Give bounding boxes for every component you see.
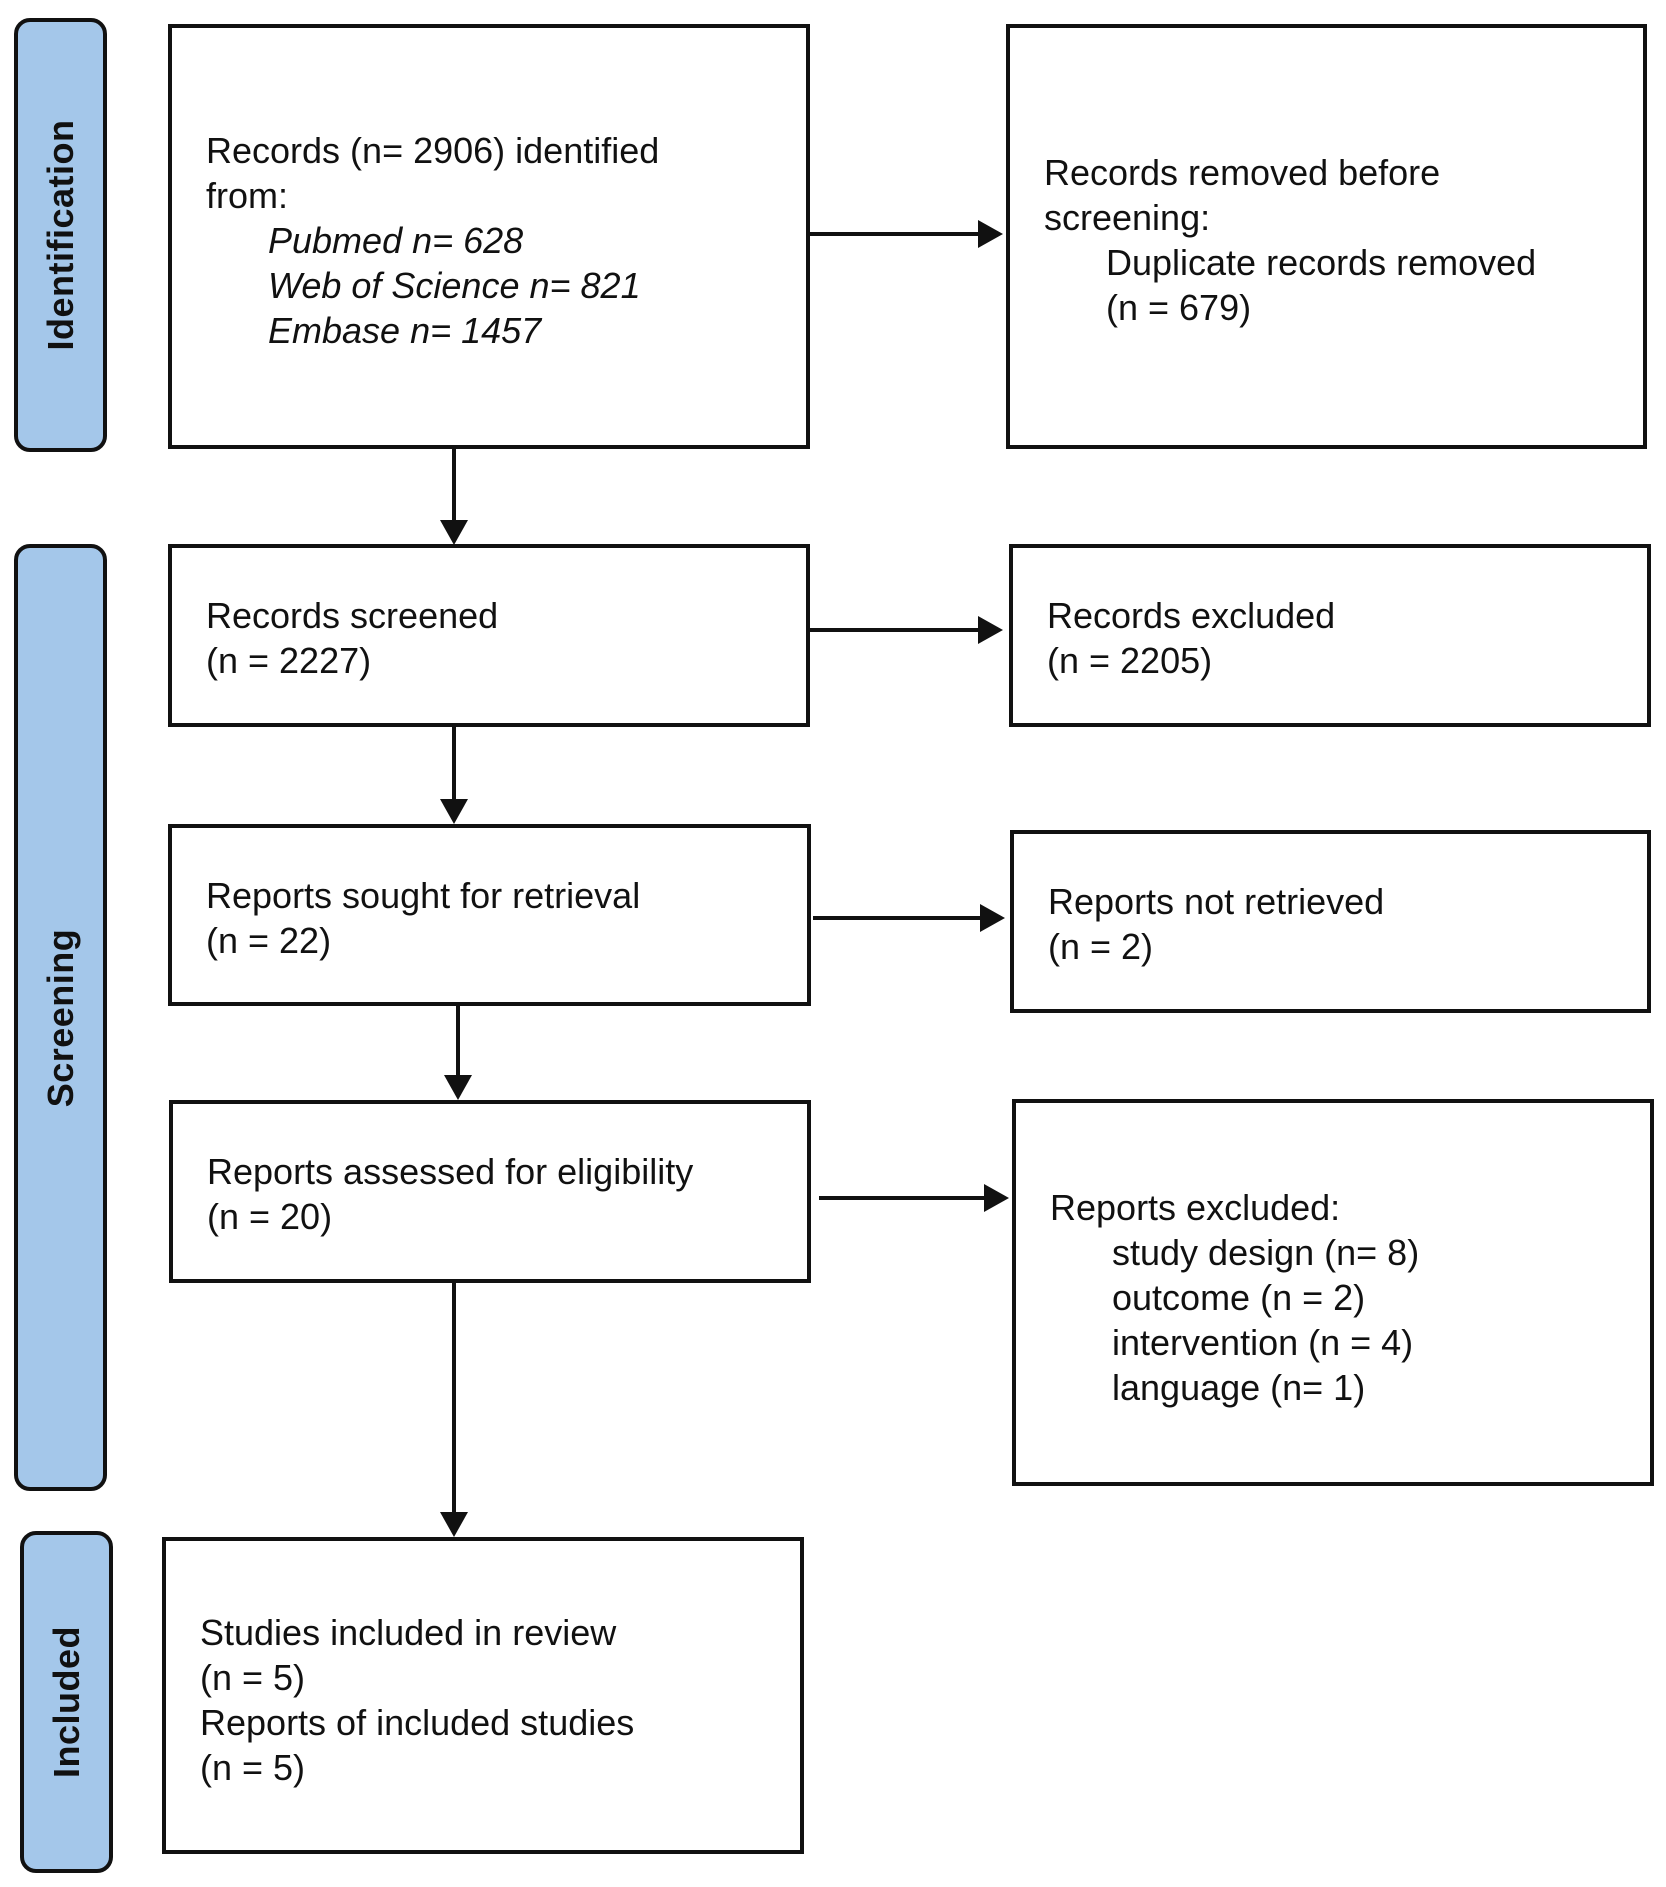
box-reports-sought: Reports sought for retrieval (n = 22) [168, 824, 811, 1006]
box-reports-not-retrieved: Reports not retrieved (n = 2) [1010, 830, 1651, 1013]
box-studies-included: Studies included in review (n = 5) Repor… [162, 1537, 804, 1854]
reports-excluded-title: Reports excluded: [1050, 1187, 1341, 1228]
box-records-excluded: Records excluded (n = 2205) [1009, 544, 1651, 727]
arrow-sought-to-not-retrieved [813, 904, 1005, 932]
duplicates-removed-count: (n = 679) [1106, 287, 1252, 328]
reports-not-retrieved-count: (n = 2) [1048, 926, 1154, 967]
phase-included: Included [20, 1531, 113, 1873]
records-removed-title-2: screening: [1044, 197, 1211, 238]
arrow-identified-to-removed [809, 220, 1003, 248]
exclusion-reason: intervention (n = 4) [1112, 1322, 1414, 1363]
box-reports-excluded: Reports excluded: study design (n= 8) ou… [1012, 1099, 1654, 1486]
arrow-assessed-to-included [440, 1282, 468, 1537]
box-records-removed: Records removed before screening: Duplic… [1006, 24, 1647, 449]
records-identified-title-2: from: [206, 175, 289, 216]
arrow-screened-to-excluded [809, 616, 1003, 644]
reports-assessed-count: (n = 20) [207, 1196, 333, 1237]
records-excluded-label: Records excluded [1047, 595, 1336, 636]
arrow-identified-to-screened [440, 448, 468, 545]
box-records-screened: Records screened (n = 2227) [168, 544, 810, 727]
records-excluded-count: (n = 2205) [1047, 640, 1213, 681]
source-embase: Embase n= 1457 [268, 310, 542, 351]
reports-not-retrieved-label: Reports not retrieved [1048, 881, 1385, 922]
arrow-sought-to-assessed [444, 1005, 472, 1100]
records-removed-title-1: Records removed before [1044, 152, 1441, 193]
arrow-screened-to-sought [440, 727, 468, 824]
studies-included-count: (n = 5) [200, 1657, 306, 1698]
reports-included-count: (n = 5) [200, 1747, 306, 1788]
duplicates-removed-label: Duplicate records removed [1106, 242, 1537, 283]
reports-assessed-label: Reports assessed for eligibility [207, 1151, 694, 1192]
studies-included-label: Studies included in review [200, 1612, 617, 1653]
box-records-identified: Records (n= 2906) identified from: Pubme… [168, 24, 810, 449]
arrow-assessed-to-excluded [819, 1184, 1009, 1212]
phase-identification: Identification [14, 18, 107, 452]
reports-sought-label: Reports sought for retrieval [206, 875, 641, 916]
reports-sought-count: (n = 22) [206, 920, 332, 961]
records-identified-title-1: Records (n= 2906) identified [206, 130, 660, 171]
records-screened-count: (n = 2227) [206, 640, 372, 681]
source-pubmed: Pubmed n= 628 [268, 220, 524, 261]
source-web-of-science: Web of Science n= 821 [268, 265, 641, 306]
exclusion-reason: study design (n= 8) [1112, 1232, 1420, 1273]
box-reports-assessed: Reports assessed for eligibility (n = 20… [169, 1100, 811, 1283]
phase-screening: Screening [14, 544, 107, 1491]
records-screened-label: Records screened [206, 595, 499, 636]
reports-included-label: Reports of included studies [200, 1702, 635, 1743]
exclusion-reason: outcome (n = 2) [1112, 1277, 1366, 1318]
exclusion-reason: language (n= 1) [1112, 1367, 1366, 1408]
